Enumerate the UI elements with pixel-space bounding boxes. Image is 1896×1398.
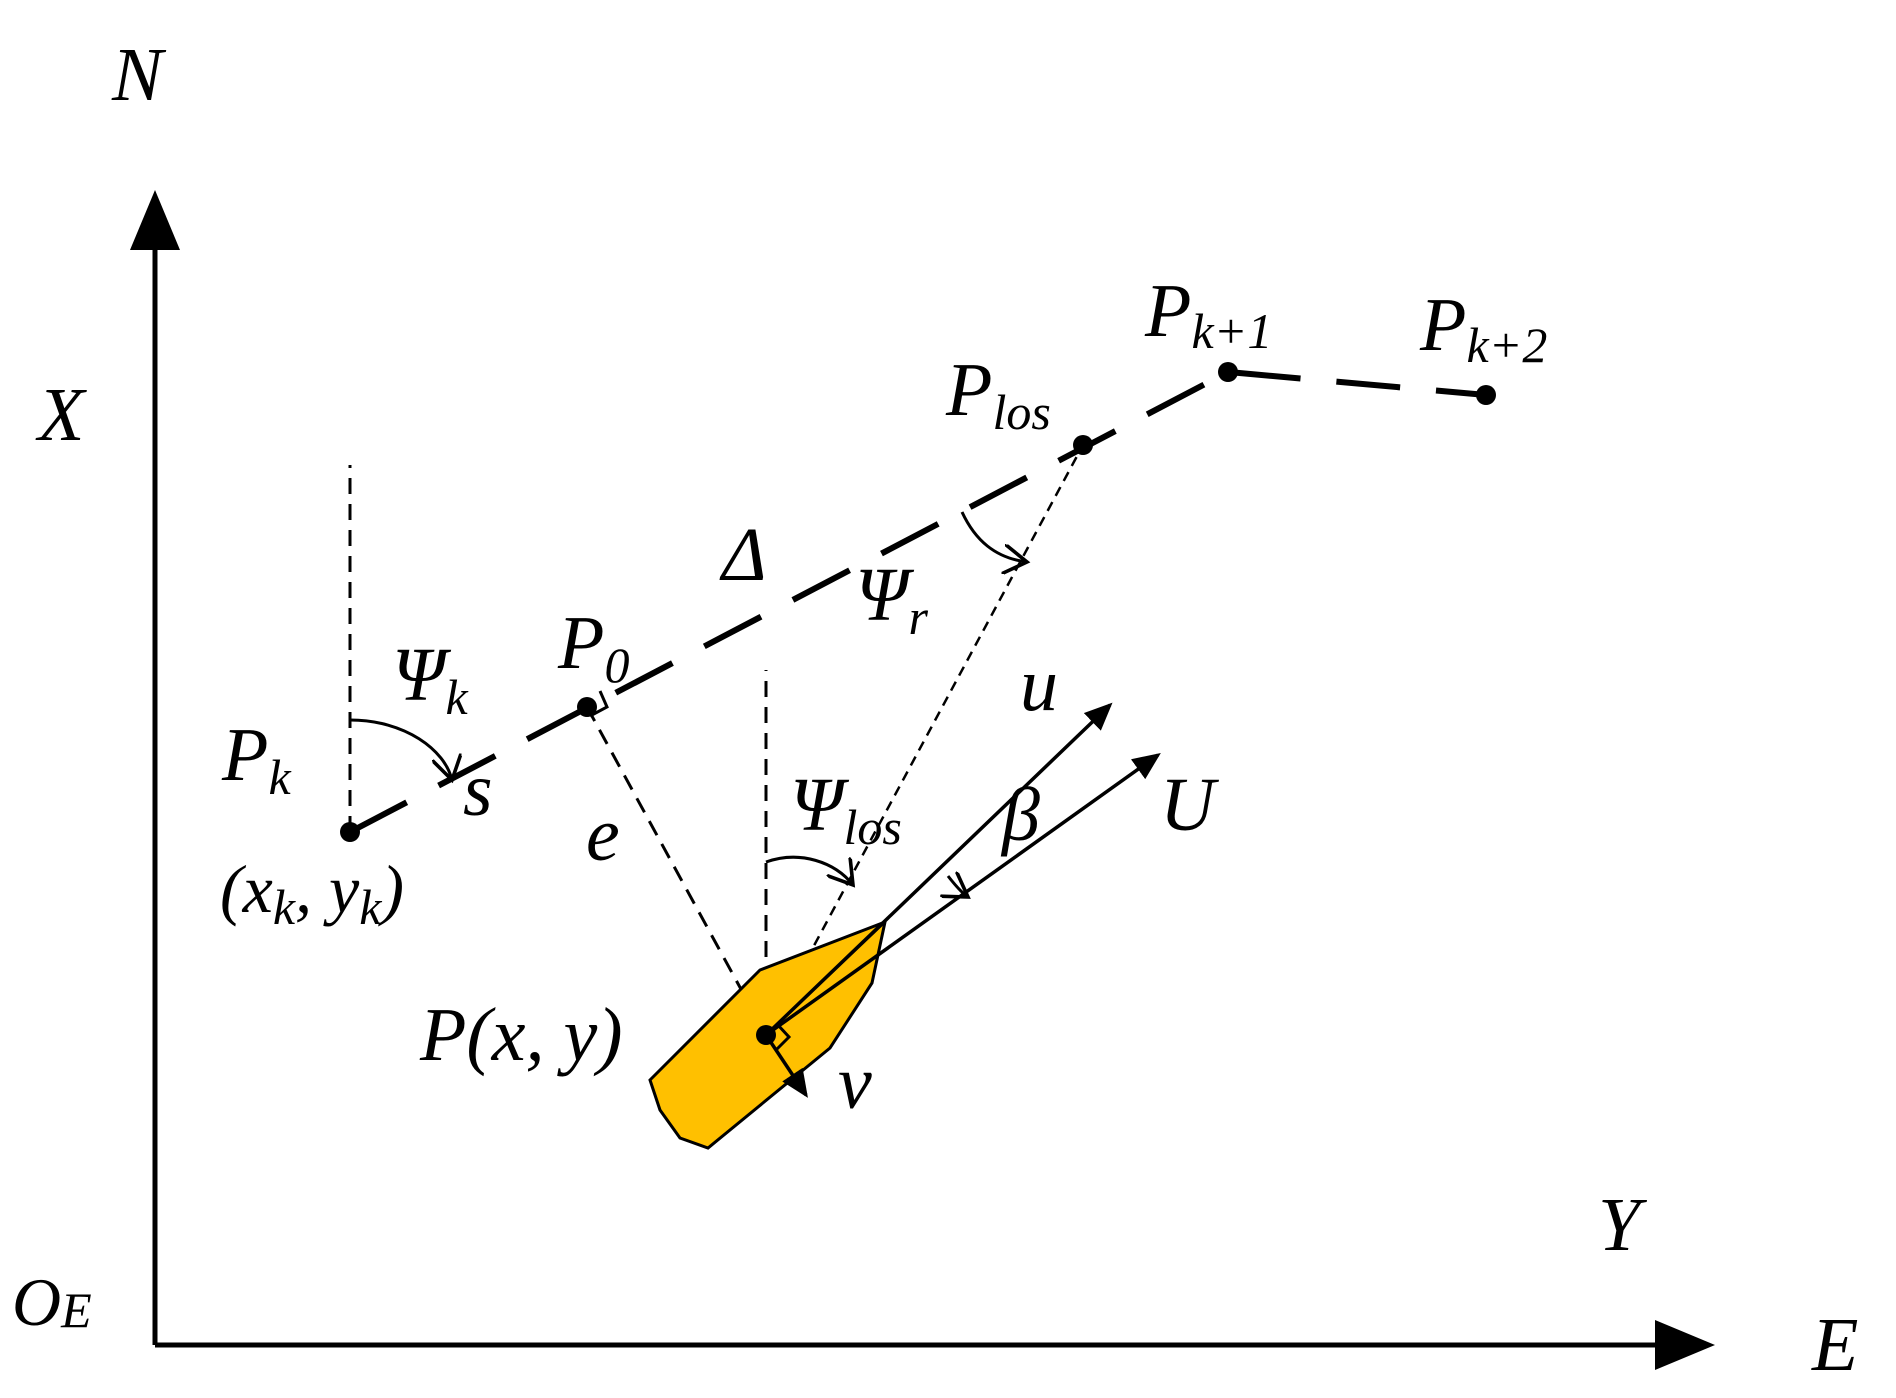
label-Pk1: Pk+1 bbox=[1144, 269, 1272, 359]
right-angle-mark-ship bbox=[775, 1022, 792, 1051]
psi-r-arc bbox=[960, 511, 1027, 562]
label-psi-k: Ψk bbox=[392, 633, 468, 725]
cross-track-error-line bbox=[585, 706, 768, 1036]
label-Plos: Plos bbox=[945, 348, 1051, 440]
label-X: X bbox=[35, 373, 87, 457]
label-psi-los: Ψlos bbox=[790, 763, 902, 855]
waypoint-pk2 bbox=[1476, 385, 1496, 405]
label-v: v bbox=[838, 1041, 872, 1125]
label-s: s bbox=[463, 748, 493, 832]
waypoint-plos bbox=[1073, 435, 1093, 455]
line-of-sight bbox=[764, 444, 1085, 1036]
label-Pk: Pk bbox=[221, 713, 291, 805]
psi-k-arc bbox=[349, 718, 452, 780]
ship-position bbox=[756, 1025, 776, 1045]
waypoint-pk1 bbox=[1218, 362, 1238, 382]
label-Y: Y bbox=[1598, 1183, 1648, 1267]
label-delta: Δ bbox=[719, 513, 767, 597]
label-P0: P0 bbox=[557, 601, 629, 693]
label-psi-r: Ψr bbox=[855, 553, 928, 645]
v-vector bbox=[764, 1034, 808, 1098]
label-ship-position: P(x, y) bbox=[419, 993, 623, 1077]
waypoint-p0 bbox=[577, 697, 597, 717]
label-Pk2: Pk+2 bbox=[1419, 283, 1547, 373]
psi-los-arc bbox=[765, 855, 853, 885]
label-u: u bbox=[1020, 643, 1058, 727]
u-vector bbox=[764, 702, 1113, 1037]
right-angle-mark-p0 bbox=[589, 690, 609, 718]
beta-arc bbox=[948, 876, 968, 897]
label-beta: β bbox=[1000, 773, 1040, 857]
waypoint-path bbox=[348, 368, 1487, 835]
label-E: E bbox=[1811, 1303, 1858, 1387]
label-e: e bbox=[586, 793, 620, 877]
label-U: U bbox=[1160, 763, 1219, 847]
waypoint-pk bbox=[340, 822, 360, 842]
label-xk-yk: (xk, yk) bbox=[220, 851, 404, 935]
label-origin: OE bbox=[12, 1264, 92, 1340]
label-N: N bbox=[111, 33, 167, 117]
